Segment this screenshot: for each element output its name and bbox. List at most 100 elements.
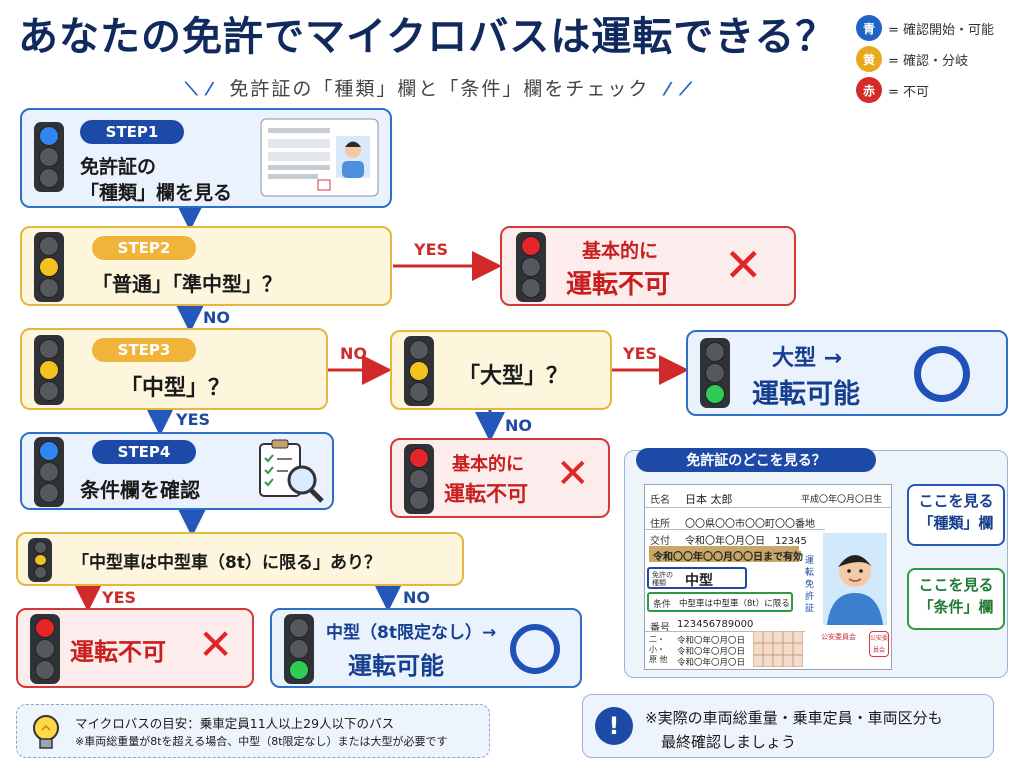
traffic-light-green-icon [284, 614, 314, 684]
label-condition-no: NO [403, 588, 430, 607]
traffic-light-blue-icon [34, 437, 64, 507]
step1-badge: STEP1 [80, 120, 184, 144]
card-grid-pattern [753, 631, 803, 667]
card-name-key: 氏名 [650, 495, 670, 506]
lightbulb-icon [33, 715, 59, 749]
daigata-box: 「大型」？ [390, 330, 612, 410]
cross-mark-icon: ✕ [556, 451, 590, 497]
label-step3-no: NO [340, 344, 367, 363]
card-name-value: 日本 太郎 [685, 493, 733, 506]
legend-dot-yellow: 黄 [856, 46, 882, 72]
card-birth-value: 平成〇年〇月〇日生 [801, 495, 883, 505]
outcome-condition-no: 中型（8t限定なし）→ 運転可能 [270, 608, 582, 688]
note-microbus-line1: マイクロバスの目安：乗車定員11人以上29人以下のバス [75, 716, 395, 731]
step1-box: STEP1 免許証の 「種類」欄を見る [20, 108, 392, 208]
step2-badge: STEP2 [92, 236, 196, 260]
legend-item-yellow: 黄 = 確認・分岐 [856, 45, 1024, 73]
card-date3: 令和〇年〇月〇日 [677, 658, 746, 668]
daigata-question: 「大型」？ [458, 364, 569, 389]
sparkle-left-icon: ⟍ ⁄ [185, 79, 230, 100]
label-daigata-no: NO [505, 416, 532, 435]
step3-badge: STEP3 [92, 338, 196, 362]
legend-text-yellow: = 確認・分岐 [888, 53, 969, 69]
cross-mark-icon: ✕ [198, 620, 234, 669]
card-date1: 令和〇年〇月〇日 [677, 636, 746, 646]
card-valid-value: 令和〇〇年〇〇月〇〇日まで有効 [653, 552, 803, 563]
card-address-value: 〇〇県〇〇市〇〇町〇〇番地 [685, 519, 815, 530]
traffic-light-red-icon [30, 614, 60, 684]
step2-box: STEP2 「普通」「準中型」？ [20, 226, 392, 306]
traffic-light-red-icon [516, 232, 546, 302]
outcome-daigata-yes-line2: 運転可能 [752, 379, 860, 410]
card-number-value: 123456789000 [677, 619, 754, 630]
step1-line2: 「種類」欄を見る [80, 182, 233, 204]
card-issue-key: 交付 [650, 536, 670, 547]
circle-mark-icon [510, 624, 560, 674]
outcome-daigata-no-line2: 運転不可 [444, 482, 528, 506]
card-other-key: 二・小・原 他 [649, 635, 668, 664]
label-step3-yes: YES [176, 410, 211, 429]
callout-cond-line2: 「条件」欄 [918, 598, 994, 616]
condition-box: 「中型車は中型車（8t）に限る」あり？ [16, 532, 464, 586]
note-microbus: マイクロバスの目安：乗車定員11人以上29人以下のバス ※車両総重量が8tを超え… [16, 704, 490, 758]
step3-question: 「中型」？ [120, 376, 231, 401]
condition-question: 「中型車は中型車（8t）に限る」あり？ [72, 553, 381, 573]
sparkle-right-icon: ⁄ ⟋ [649, 79, 694, 100]
step4-badge: STEP4 [92, 440, 196, 464]
checklist-magnifier-icon [259, 439, 324, 503]
outcome-daigata-no: 基本的に 運転不可 ✕ [390, 438, 610, 518]
page-title: あなたの免許でマイクロバスは運転できる？ [18, 14, 837, 60]
outcome-condition-no-line2: 運転可能 [348, 652, 444, 680]
subtitle-text: 免許証の「種類」欄と「条件」欄をチェック [229, 78, 650, 100]
outcome-step2-yes-line2: 運転不可 [566, 270, 671, 300]
card-seal-stamp: 公安委員会 [869, 631, 889, 657]
traffic-light-red-icon [404, 444, 434, 514]
card-seal-text: 公安委員会 [821, 633, 856, 641]
card-vertical-text: 運転免許証 [805, 556, 815, 614]
traffic-light-green-icon [700, 338, 730, 408]
outcome-step2-yes-line1: 基本的に [582, 240, 659, 262]
legend-item-blue: 青 = 確認開始・可能 [856, 14, 1024, 42]
legend-dot-red: 赤 [856, 77, 882, 103]
traffic-light-yellow-icon [28, 538, 52, 582]
page-subtitle: ⟍ ⁄ 免許証の「種類」欄と「条件」欄をチェック ⁄ ⟋ [185, 74, 694, 101]
license-card-icon [260, 118, 379, 197]
card-date2: 令和〇年〇月〇日 [677, 647, 746, 657]
callout-type-line2: 「種類」欄 [918, 514, 994, 532]
card-address-key: 住所 [650, 519, 670, 530]
card-type-value: 中型 [685, 573, 713, 589]
legend-text-blue: = 確認開始・可能 [888, 22, 995, 38]
callout-cond-line1: ここを見る [918, 576, 994, 594]
card-type-key: 免許の種類 [652, 571, 673, 587]
callout-condition-field: ここを見る 「条件」欄 [907, 568, 1005, 630]
label-condition-yes: YES [102, 588, 137, 607]
outcome-daigata-yes: 大型 → 運転可能 [686, 330, 1008, 416]
circle-mark-icon [914, 346, 970, 402]
label-daigata-yes: YES [623, 344, 658, 363]
outcome-condition-yes-text: 運転不可 [70, 638, 166, 666]
traffic-light-yellow-icon [34, 232, 64, 302]
note-warning-line1: ※実際の車両総重量・乗車定員・車両区分も [645, 709, 943, 727]
note-microbus-line2: ※車両総重量が8tを超える場合、中型（8t限定なし）または大型が必要です [75, 735, 448, 748]
label-step2-yes: YES [414, 240, 449, 259]
traffic-light-blue-icon [34, 122, 64, 192]
outcome-condition-yes: 運転不可 ✕ [16, 608, 254, 688]
traffic-light-yellow-icon [34, 335, 64, 405]
step1-line1: 免許証の [80, 156, 157, 178]
legend-text-red: = 不可 [888, 84, 930, 100]
card-condition-key: 条件 [653, 600, 672, 610]
note-warning-line2: 最終確認しましょう [661, 733, 797, 751]
step3-box: STEP3 「中型」？ [20, 328, 328, 410]
callout-type-line1: ここを見る [918, 492, 994, 510]
traffic-light-yellow-icon [404, 336, 434, 406]
card-condition-value: 中型車は中型車（8t）に限る [679, 599, 790, 609]
callout-type-field: ここを見る 「種類」欄 [907, 484, 1005, 546]
license-panel-title: 免許証のどこを見る？ [636, 448, 876, 472]
card-photo-avatar [823, 533, 887, 625]
step2-question: 「普通」「準中型」？ [92, 272, 282, 296]
license-card: 氏名 日本 太郎 平成〇年〇月〇日生 住所 〇〇県〇〇市〇〇町〇〇番地 交付 令… [644, 484, 892, 670]
card-valid-band: 令和〇〇年〇〇月〇〇日まで有効 [649, 546, 803, 563]
exclamation-icon: ! [595, 707, 633, 745]
card-type-field: 免許の種類 中型 [647, 567, 747, 589]
step4-text: 条件欄を確認 [80, 478, 200, 502]
